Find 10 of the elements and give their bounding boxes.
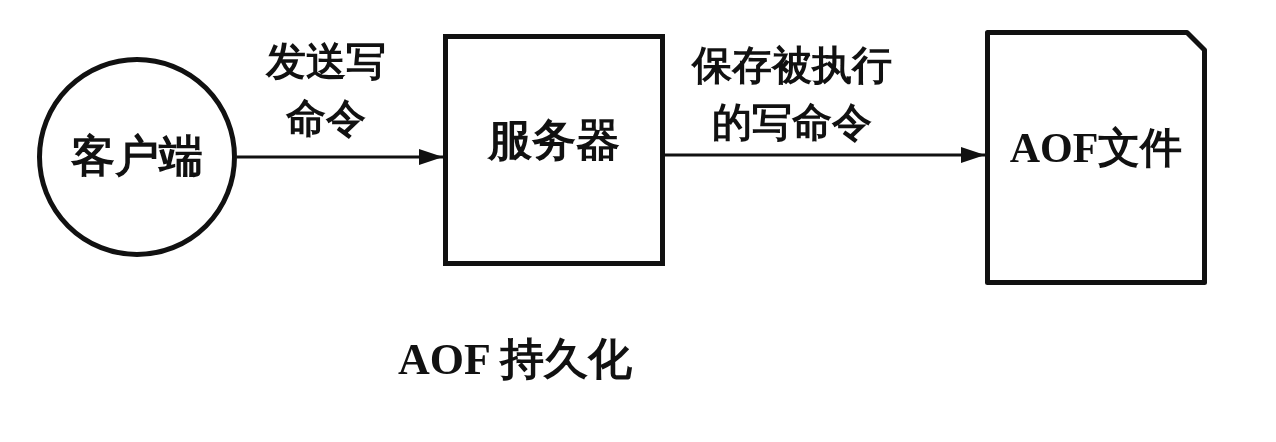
edge-label: 保存被执行的写命令	[690, 42, 893, 147]
node-label: 客户端	[71, 130, 203, 183]
edge-label: 发送写命令	[264, 38, 387, 143]
caption: AOF 持久化	[398, 334, 633, 386]
arrow	[665, 147, 985, 163]
node-label: 服务器	[488, 114, 620, 167]
arrow	[237, 149, 443, 165]
document-shape	[985, 30, 1207, 285]
node-label: AOF文件	[1009, 124, 1183, 174]
process-box	[443, 34, 665, 266]
